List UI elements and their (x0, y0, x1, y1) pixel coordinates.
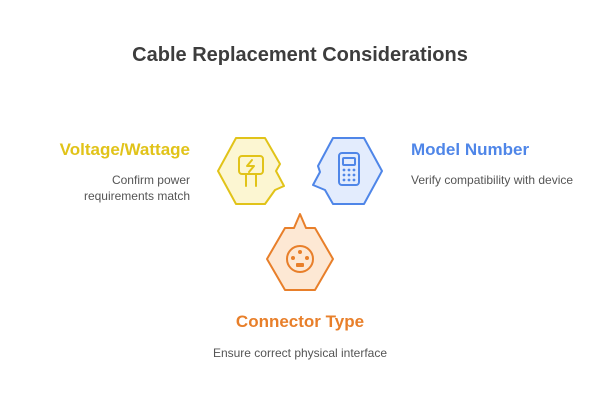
model-number-heading: Model Number (411, 140, 530, 159)
diagram-title: Cable Replacement Considerations (132, 44, 468, 66)
power-plug-icon (238, 155, 264, 187)
voltage-wattage-description: Confirm power requirements match (83, 173, 190, 203)
model-number-description: Verify compatibility with device (411, 173, 574, 187)
model-hexagon (312, 137, 383, 205)
connector-type-description: Ensure correct physical interface (212, 346, 388, 360)
connector-hexagon (266, 213, 334, 291)
voltage-hexagon (217, 137, 285, 205)
voltage-wattage-heading: Voltage/Wattage (59, 140, 190, 159)
device-keypad-icon (338, 152, 360, 186)
keypad-dots (342, 168, 356, 182)
connector-type-heading: Connector Type (235, 312, 365, 331)
round-connector-icon (286, 245, 314, 273)
